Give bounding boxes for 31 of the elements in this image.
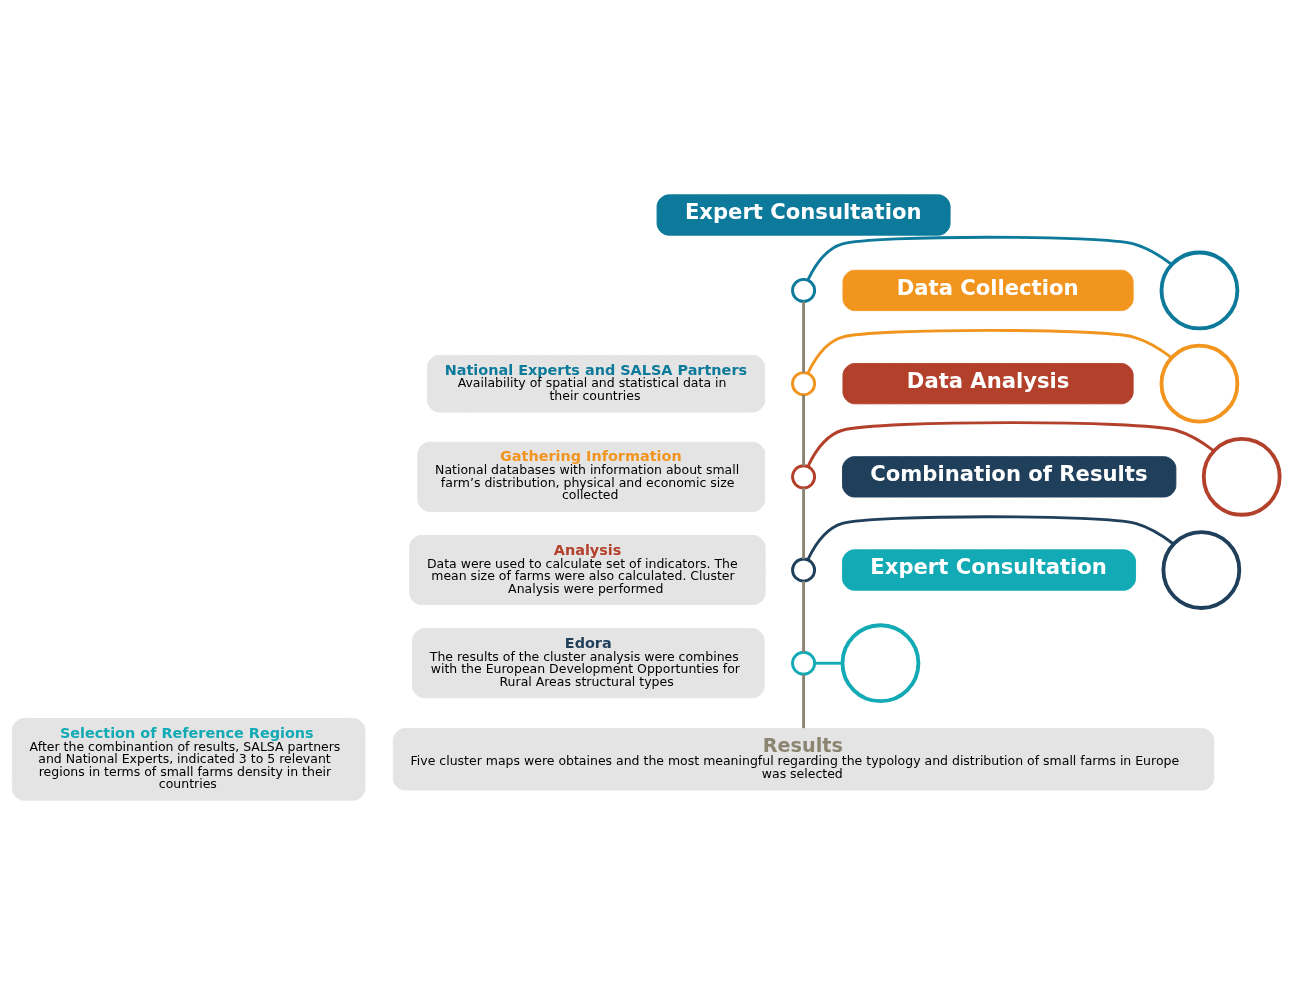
- node-box: Selection of Reference Regions After the combinantion of results, SALSA partners and National Experts, indicated 3 to 5 relevant regions in terms of small farms density in their countries: [11, 718, 366, 801]
- node-circle: [1159, 343, 1240, 424]
- connector: [802, 301, 805, 373]
- node-box: Expert Consultation: [656, 194, 951, 236]
- node-box: Combination of Results: [842, 456, 1177, 498]
- node-box: National Experts and SALSA Partners Availability of spatial and statistical data in their countries: [426, 354, 766, 413]
- node-circle: [1161, 530, 1242, 610]
- node-circle: [791, 650, 817, 676]
- connector: [802, 674, 805, 729]
- node-circle: [840, 623, 921, 704]
- connector: [802, 487, 805, 559]
- node-circle: [791, 557, 817, 583]
- node-circle: [1201, 436, 1282, 517]
- node-circle: [791, 371, 817, 397]
- node-circle: [1159, 250, 1240, 331]
- node-box: Data Analysis: [842, 363, 1134, 405]
- node-box: Analysis Data were used to calculate set of indicators. The mean size of farms were also calculated. Cluster Analysis were performed: [409, 534, 766, 606]
- node-box: Gathering Information National databases with information about small farm’s distribution, physical and economic size collected: [417, 441, 766, 512]
- connector: [806, 421, 1215, 467]
- connector: [802, 581, 805, 653]
- connector: [814, 661, 843, 665]
- node-circle: [791, 277, 817, 303]
- connector: [802, 394, 805, 466]
- node-box: Expert Consultation: [842, 549, 1136, 591]
- node-box: Edora The results of the cluster analysis were combines with the European Development Opportunties for Rural Areas structural types: [412, 628, 765, 699]
- node-box: Results Five cluster maps were obtaines and the most meaningful regarding the typology and distribution of small farms in Europe was selected: [392, 728, 1215, 791]
- connector: [806, 235, 1173, 281]
- node-box: Data Collection: [842, 269, 1134, 312]
- connector: [806, 515, 1175, 561]
- connector: [806, 328, 1173, 374]
- node-circle: [791, 464, 817, 490]
